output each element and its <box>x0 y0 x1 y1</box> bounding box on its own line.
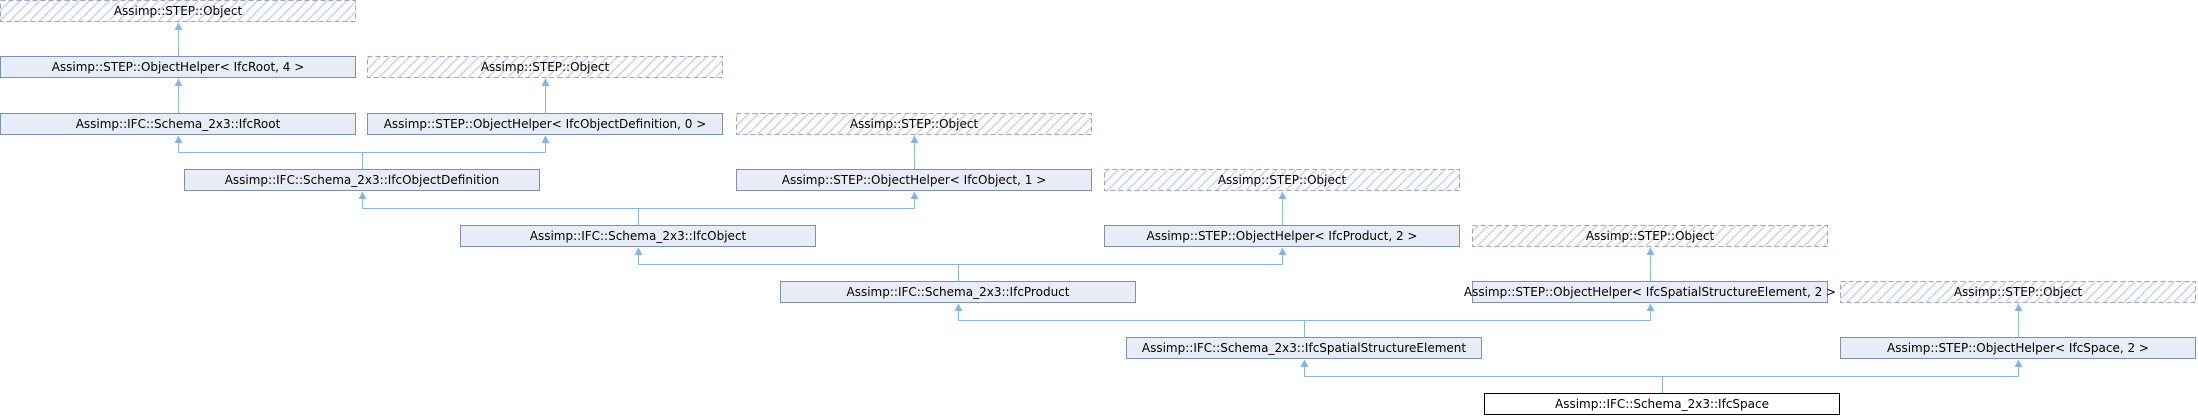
external-base-node[interactable]: Assimp::STEP::Object <box>1104 169 1460 191</box>
node-box <box>0 0 356 22</box>
node-box <box>1126 337 1482 359</box>
external-base-node[interactable]: Assimp::STEP::Object <box>367 56 723 78</box>
node-label: Assimp::STEP::ObjectHelper< IfcObject, 1… <box>782 173 1047 187</box>
node-label: Assimp::IFC::Schema_2x3::IfcProduct <box>847 285 1070 299</box>
node-label: Assimp::STEP::ObjectHelper< IfcProduct, … <box>1147 229 1418 243</box>
class-node[interactable]: Assimp::IFC::Schema_2x3::IfcProduct <box>780 281 1136 303</box>
node-box <box>1484 393 1840 415</box>
node-label: Assimp::IFC::Schema_2x3::IfcRoot <box>76 117 281 131</box>
node-label: Assimp::STEP::Object <box>481 60 610 74</box>
node-box <box>460 225 816 247</box>
class-node[interactable]: Assimp::STEP::ObjectHelper< IfcProduct, … <box>1104 225 1460 247</box>
class-node[interactable]: Assimp::STEP::ObjectHelper< IfcSpatialSt… <box>1464 281 1836 303</box>
node-label: Assimp::STEP::ObjectHelper< IfcSpace, 2 … <box>1887 341 2149 355</box>
node-label: Assimp::STEP::Object <box>1586 229 1715 243</box>
node-box <box>1472 225 1828 247</box>
edge-layer <box>174 22 2023 393</box>
node-label: Assimp::IFC::Schema_2x3::IfcSpace <box>1555 397 1769 411</box>
node-label: Assimp::STEP::Object <box>850 117 979 131</box>
class-node[interactable]: Assimp::IFC::Schema_2x3::IfcObject <box>460 225 816 247</box>
current-class-node: Assimp::IFC::Schema_2x3::IfcSpace <box>1484 393 1840 415</box>
node-box <box>780 281 1136 303</box>
class-node[interactable]: Assimp::STEP::ObjectHelper< IfcObjectDef… <box>367 113 723 135</box>
node-label: Assimp::STEP::Object <box>1218 173 1347 187</box>
node-label: Assimp::IFC::Schema_2x3::IfcObject <box>530 229 747 243</box>
node-box <box>736 113 1092 135</box>
class-node[interactable]: Assimp::STEP::ObjectHelper< IfcRoot, 4 > <box>0 56 356 78</box>
node-box <box>0 56 356 78</box>
node-box <box>736 169 1092 191</box>
node-box <box>1840 281 2196 303</box>
node-box <box>367 113 723 135</box>
node-label: Assimp::IFC::Schema_2x3::IfcSpatialStruc… <box>1142 341 1467 355</box>
class-node[interactable]: Assimp::IFC::Schema_2x3::IfcObjectDefini… <box>184 169 540 191</box>
node-box <box>1104 225 1460 247</box>
class-node[interactable]: Assimp::STEP::ObjectHelper< IfcSpace, 2 … <box>1840 337 2196 359</box>
node-box <box>1104 169 1460 191</box>
node-box <box>367 56 723 78</box>
node-label: Assimp::STEP::ObjectHelper< IfcObjectDef… <box>384 117 707 131</box>
external-base-node[interactable]: Assimp::STEP::Object <box>1840 281 2196 303</box>
node-label: Assimp::STEP::ObjectHelper< IfcRoot, 4 > <box>52 60 305 74</box>
external-base-node[interactable]: Assimp::STEP::Object <box>736 113 1092 135</box>
class-node[interactable]: Assimp::STEP::ObjectHelper< IfcObject, 1… <box>736 169 1092 191</box>
node-label: Assimp::IFC::Schema_2x3::IfcObjectDefini… <box>225 173 500 187</box>
class-node[interactable]: Assimp::IFC::Schema_2x3::IfcRoot <box>0 113 356 135</box>
node-box <box>1840 337 2196 359</box>
external-base-node[interactable]: Assimp::STEP::Object <box>0 0 356 22</box>
node-box <box>1472 281 1828 303</box>
external-base-node[interactable]: Assimp::STEP::Object <box>1472 225 1828 247</box>
node-label: Assimp::STEP::Object <box>1954 285 2083 299</box>
node-box <box>0 113 356 135</box>
class-node[interactable]: Assimp::IFC::Schema_2x3::IfcSpatialStruc… <box>1126 337 1482 359</box>
node-label: Assimp::STEP::ObjectHelper< IfcSpatialSt… <box>1464 285 1836 299</box>
node-label: Assimp::STEP::Object <box>114 4 243 18</box>
node-box <box>184 169 540 191</box>
